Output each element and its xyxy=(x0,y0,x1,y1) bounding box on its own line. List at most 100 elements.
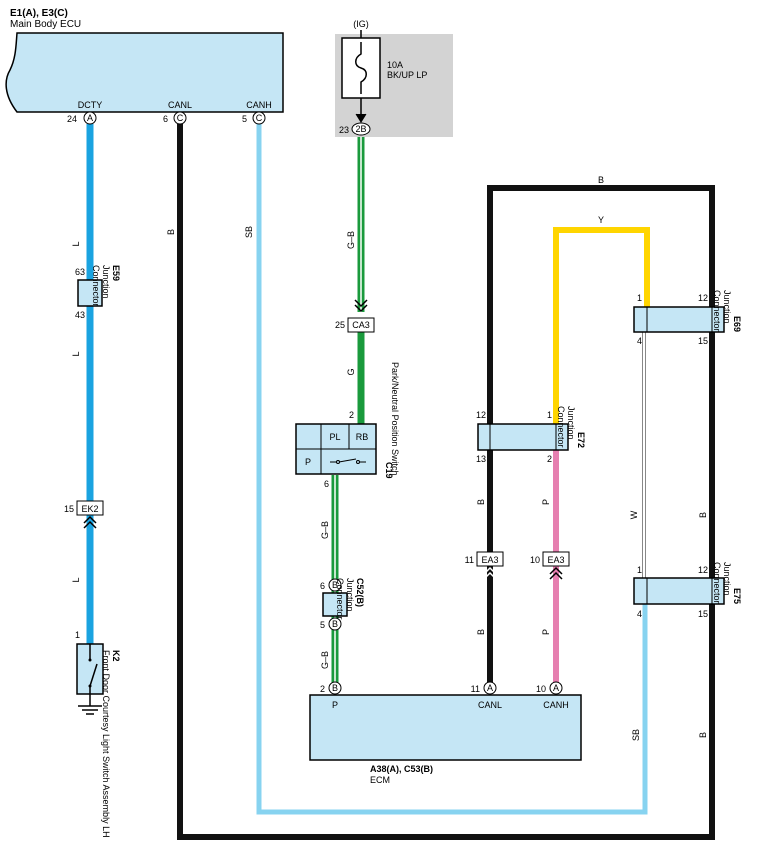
ca3-chevron-icon xyxy=(354,299,368,313)
ek2-label: EK2 xyxy=(81,504,98,514)
e75-pin-15: 15 xyxy=(698,609,708,619)
svg-text:2B: 2B xyxy=(355,124,366,134)
e75-code: E75 xyxy=(732,588,742,604)
svg-text:A: A xyxy=(553,683,559,693)
k2-name: Front Door Courtesy Light Switch Assembl… xyxy=(101,650,111,838)
e59-pin-top: 63 xyxy=(75,267,85,277)
e59-box xyxy=(77,279,103,307)
wire-label-l2: L xyxy=(71,351,81,356)
ea3-right-pin: 10 xyxy=(530,555,540,565)
wire-sb-canh xyxy=(256,124,648,815)
ecm-pin-11: 11 xyxy=(471,684,480,694)
c52-box xyxy=(322,592,348,617)
ecu-term-canh: CANH xyxy=(246,100,272,110)
ecu-conn-c2 xyxy=(252,111,266,125)
ecm-pin-2: 2 xyxy=(320,684,325,694)
ecm-term-canl: CANL xyxy=(478,700,502,710)
svg-text:A: A xyxy=(487,683,493,693)
ea3-left-chevron-icon xyxy=(483,566,497,580)
ecu-pin-5: 5 xyxy=(242,114,247,124)
e69-code: E69 xyxy=(732,316,742,332)
wire-y xyxy=(553,227,650,424)
fuse-arrow-icon xyxy=(355,113,367,123)
svg-text:B: B xyxy=(332,580,338,590)
c19-cell-rb: RB xyxy=(356,432,369,442)
ecu-pin-24: 24 xyxy=(67,114,77,124)
ca3-box xyxy=(347,317,375,333)
wire-label-gb3: G–B xyxy=(320,651,330,669)
e59-name1: Junction xyxy=(101,265,111,299)
e72-name2: Connector xyxy=(556,406,566,448)
svg-text:A: A xyxy=(87,113,93,123)
e69-pin-1: 1 xyxy=(637,293,642,303)
e75-name2: Connector xyxy=(712,562,722,604)
ecm-code: A38(A), C53(B) xyxy=(370,764,433,774)
wire-label-p-e72: P xyxy=(541,499,551,505)
e72-pin-12: 12 xyxy=(476,410,486,420)
ek2-pin: 15 xyxy=(64,504,74,514)
wire-label-l3: L xyxy=(71,577,81,582)
ca3-pin: 25 xyxy=(335,320,345,330)
ecm-conn-a1 xyxy=(483,681,497,695)
c19-code: C19 xyxy=(384,462,394,479)
e75-pin-4: 4 xyxy=(637,609,642,619)
fuse-rating: 10A xyxy=(387,60,403,70)
c52-conn-bottom xyxy=(328,617,342,631)
e59-code: E59 xyxy=(111,265,121,281)
e69-box xyxy=(633,306,725,333)
c19-pin-top: 2 xyxy=(349,410,354,420)
e59-pin-bottom: 43 xyxy=(75,310,85,320)
e69-name1: Junction xyxy=(722,290,732,324)
e72-name1: Junction xyxy=(566,406,576,440)
ea3-right-chevron-icon xyxy=(549,566,563,580)
wire-label-b-e72: B xyxy=(476,499,486,505)
wire-label-sb-canh: SB xyxy=(244,226,254,238)
ecm-name: ECM xyxy=(370,775,390,785)
wire-label-b-ea3: B xyxy=(476,629,486,635)
c19-cell-pl: PL xyxy=(329,432,340,442)
ea3-right-box xyxy=(542,551,570,567)
ea3-left-label: EA3 xyxy=(481,555,498,565)
ground-icon xyxy=(78,705,102,715)
ek2-box xyxy=(76,500,104,516)
ecm-conn-a2 xyxy=(549,681,563,695)
switch-icon xyxy=(88,644,98,706)
e69-pin-15: 15 xyxy=(698,336,708,346)
c52-name1: Junction xyxy=(345,578,355,612)
ecu-term-dcty: DCTY xyxy=(78,100,103,110)
wire-label-b-right1: B xyxy=(698,512,708,518)
e75-pin-1: 1 xyxy=(637,565,642,575)
e72-pin-1: 1 xyxy=(547,410,552,420)
ecm-term-p: P xyxy=(332,700,338,710)
c52-name2: Connector xyxy=(335,578,345,620)
e72-pin-13: 13 xyxy=(476,454,486,464)
c19-cell-p: P xyxy=(305,457,311,467)
svg-text:C: C xyxy=(177,113,184,123)
wire-label-b-right2: B xyxy=(698,732,708,738)
ca3-label: CA3 xyxy=(352,320,370,330)
main-ecu-box xyxy=(5,32,284,113)
e59-name2: Connector xyxy=(91,265,101,307)
c52-pin-bottom: 5 xyxy=(320,620,325,630)
ecm-pin-10: 10 xyxy=(536,684,546,694)
e69-name2: Connector xyxy=(712,290,722,332)
ea3-left-box xyxy=(476,551,504,567)
e69-pin-4: 4 xyxy=(637,336,642,346)
e72-pin-2: 2 xyxy=(547,454,552,464)
c52-conn-top xyxy=(328,578,342,592)
wire-label-b-top: B xyxy=(598,175,604,185)
wire-label-sb-right: SB xyxy=(631,729,641,741)
wire-label-gb2: G–B xyxy=(320,521,330,539)
c19-name: Park/Neutral Position Switch xyxy=(390,362,400,476)
c52-code: C52(B) xyxy=(355,578,365,607)
e69-pin-12: 12 xyxy=(698,293,708,303)
wire-label-gb1: G–B xyxy=(346,231,356,249)
c52-pin-top: 6 xyxy=(320,581,325,591)
switch-contact-icon xyxy=(330,458,366,464)
svg-text:B: B xyxy=(332,619,338,629)
fuse-pin: 23 xyxy=(339,125,349,135)
ea3-right-label: EA3 xyxy=(547,555,564,565)
e72-box xyxy=(477,423,569,451)
ecm-box xyxy=(309,694,582,761)
